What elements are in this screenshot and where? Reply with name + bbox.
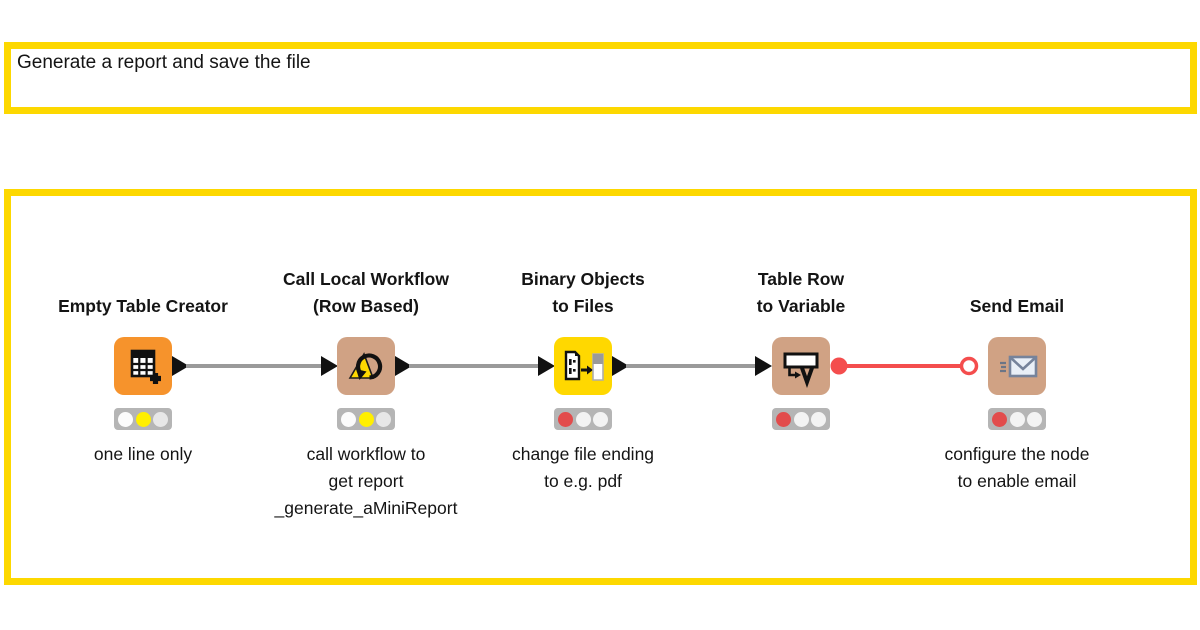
status-traffic-light	[554, 408, 612, 430]
status-dot-yellow-lit	[135, 411, 151, 427]
status-dot-green-off	[811, 411, 826, 427]
node-title: Call Local Workflow (Row Based)	[283, 269, 449, 316]
status-dot-red-lit	[992, 411, 1007, 427]
table-plus-icon[interactable]	[114, 337, 172, 395]
status-dot-green-off	[593, 411, 608, 427]
annotation-text: Generate a report and save the file	[17, 52, 311, 73]
binary-to-file-icon[interactable]	[554, 337, 612, 395]
node-title: Binary Objects to Files	[521, 269, 645, 316]
node-comment[interactable]: call workflow to get report _generate_aM…	[274, 444, 458, 518]
status-dot-yellow-off	[793, 411, 809, 427]
node-call-local-workflow[interactable]: Call Local Workflow (Row Based) call wor…	[256, 266, 476, 522]
node-title: Empty Table Creator	[58, 296, 228, 316]
node-comment[interactable]: one line only	[93, 444, 193, 464]
node-send-email[interactable]: Send Email configure the node to enable …	[907, 266, 1127, 495]
workflow-annotation-title[interactable]: Generate a report and save the file	[4, 42, 1197, 114]
node-table-row-to-variable[interactable]: Table Row to Variable	[691, 266, 911, 441]
status-dot-green-off	[1027, 411, 1042, 427]
envelope-icon[interactable]	[988, 337, 1046, 395]
status-dot-yellow-off	[1009, 411, 1025, 427]
node-comment[interactable]: configure the node to enable email	[944, 444, 1090, 491]
node-binary-objects-to-files[interactable]: Binary Objects to Files change file endi…	[473, 266, 693, 495]
status-dot-red-lit	[558, 411, 573, 427]
node-title: Table Row to Variable	[756, 269, 846, 316]
status-dot-green-off	[153, 411, 168, 427]
status-traffic-light	[337, 408, 395, 430]
status-dot-yellow-off	[575, 411, 591, 427]
node-empty-table-creator[interactable]: Empty Table Creator one line only	[33, 266, 253, 468]
status-dot-green-off	[376, 411, 391, 427]
status-dot-red-off	[118, 411, 133, 427]
status-dot-red-off	[341, 411, 356, 427]
node-comment[interactable]: change file ending to e.g. pdf	[511, 444, 655, 491]
status-traffic-light	[114, 408, 172, 430]
status-dot-red-lit	[776, 411, 791, 427]
status-traffic-light	[772, 408, 830, 430]
row-to-variable-icon[interactable]	[772, 337, 830, 395]
loop-arrow-icon[interactable]	[337, 337, 395, 395]
status-dot-yellow-lit	[358, 411, 374, 427]
node-title: Send Email	[969, 296, 1065, 316]
status-traffic-light	[988, 408, 1046, 430]
